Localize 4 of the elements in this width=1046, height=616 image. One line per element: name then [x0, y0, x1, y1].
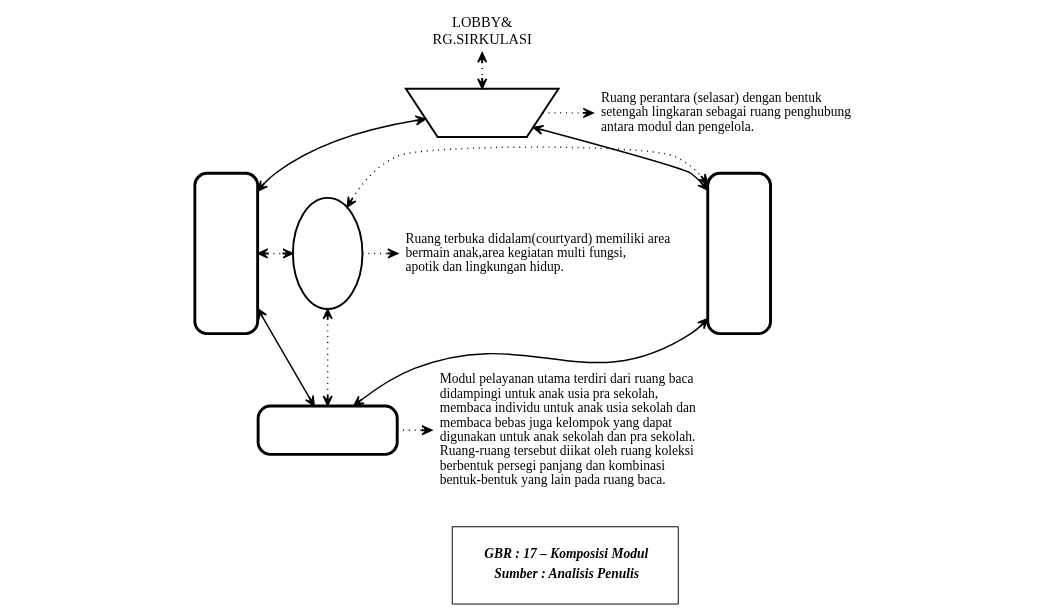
node-text: Ruang terbuka didalam(courtyard) memiliki area bermain anak,area kegiatan multi fungsi, apotik dan lingkungan hidup.	[404, 230, 670, 275]
node-text: LOBBY& RG.SIRKULASI	[432, 14, 532, 47]
node-text: Modul pelayanan utama terdiri dari ruang baca didampingi untuk anak usia pra sekolah, membaca individu untuk anak usia sekolah dan membaca bebas juga kelompok yang dapat digunakan untuk anak sekolah dan pra sekolah. Ruang-ruang tersebut diikat oleh ruang koleksi berbentuk persegi panjang dan kombinasi bentuk-bentuk yang lain pada ruang baca.	[439, 371, 696, 488]
node-text: Ruang perantara (selasar) dengan bentuk setengah lingkaran sebagai ruang penghubung antara modul dan pengelola.	[600, 89, 851, 134]
